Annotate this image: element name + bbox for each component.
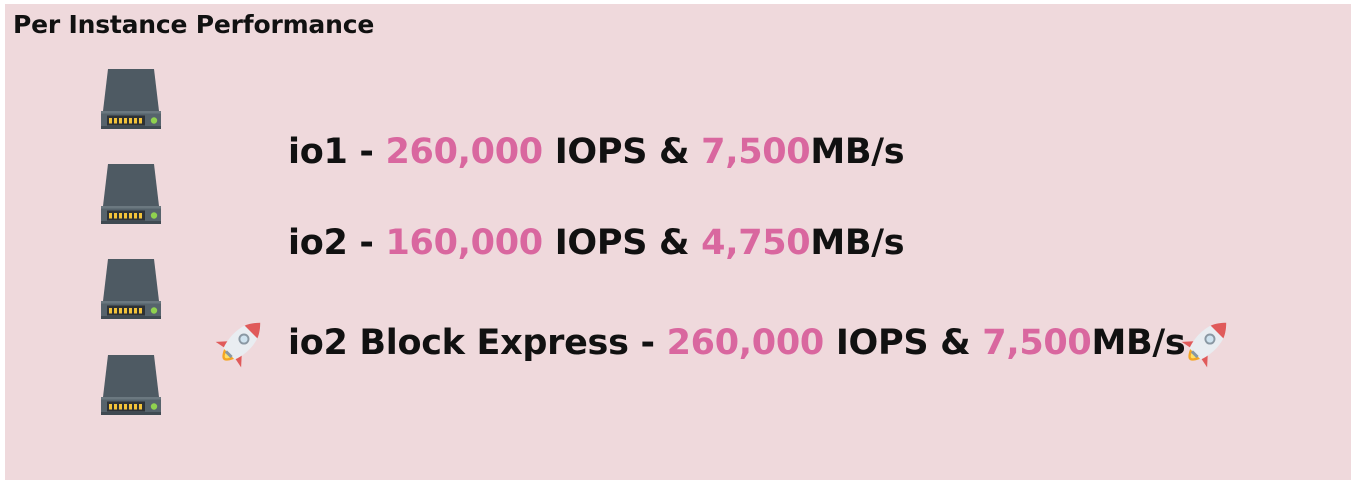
hard-drive-icon [98, 162, 164, 228]
iops-value: 260,000 [666, 323, 825, 363]
volume-name: io1 [288, 132, 348, 172]
rocket-icon [207, 312, 271, 376]
rocket-icon [1173, 312, 1237, 376]
hard-drive-icon [98, 67, 164, 133]
iops-value: 260,000 [385, 132, 544, 172]
volume-name: io2 Block Express [288, 323, 629, 363]
volume-name: io2 [288, 223, 348, 263]
slide-title: Per Instance Performance [13, 10, 375, 39]
iops-unit: IOPS & [823, 323, 983, 363]
volume-row-io1: io1 - 260,000 IOPS & 7,500MB/s [288, 132, 905, 172]
hard-drive-icon [98, 257, 164, 323]
volume-row-io2: io2 - 160,000 IOPS & 4,750MB/s [288, 223, 905, 263]
separator: - [628, 323, 667, 363]
volume-row-io2-block-express: io2 Block Express - 260,000 IOPS & 7,500… [288, 323, 1186, 363]
hard-drive-icon [98, 353, 164, 419]
separator: - [347, 132, 386, 172]
iops-value: 160,000 [385, 223, 544, 263]
separator: - [347, 223, 386, 263]
throughput-unit: MB/s [810, 132, 905, 172]
throughput-unit: MB/s [1091, 323, 1186, 363]
throughput-value: 7,500 [982, 323, 1092, 363]
slide: Per Instance Performance io1 - 260,000 I… [5, 4, 1351, 480]
throughput-unit: MB/s [810, 223, 905, 263]
throughput-value: 4,750 [701, 223, 811, 263]
throughput-value: 7,500 [701, 132, 811, 172]
iops-unit: IOPS & [542, 132, 702, 172]
iops-unit: IOPS & [542, 223, 702, 263]
